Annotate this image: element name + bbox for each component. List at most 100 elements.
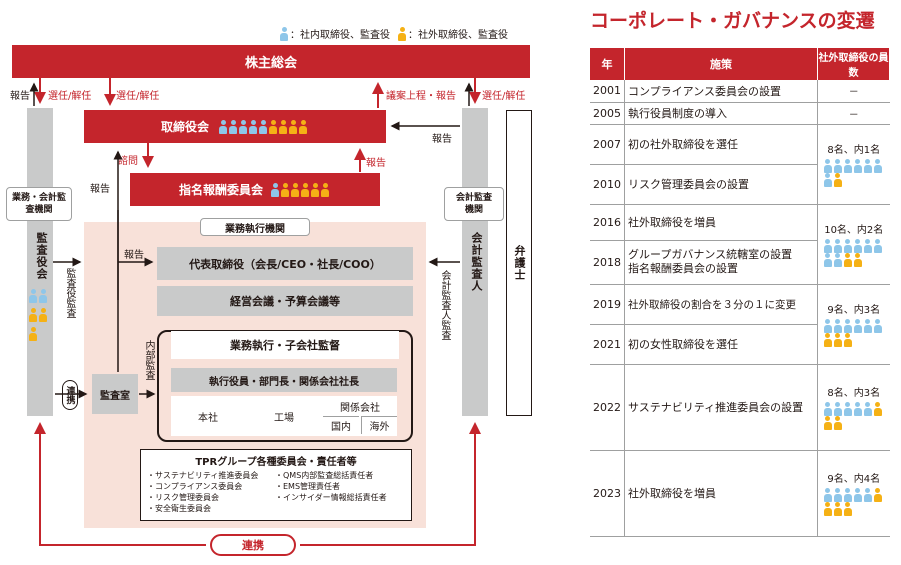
person-icon	[823, 173, 832, 187]
person-icon	[301, 182, 309, 197]
person-icon	[39, 289, 47, 303]
committee-item: ・コンプライアンス委員会	[147, 482, 243, 491]
row-desc: 社外取締役を増員	[624, 204, 818, 241]
external-person-icon	[398, 26, 406, 41]
person-icon	[843, 253, 852, 267]
audit-office: 監査室	[92, 374, 138, 414]
person-icon	[269, 119, 277, 134]
governance-history-table: 年 施策 社外取締役の員数 2001 コンプライアンス委員会の設置 － 2005…	[590, 48, 890, 537]
row-count-cell: 8名、内1名	[817, 124, 890, 205]
person-icon	[823, 416, 832, 430]
person-icon	[873, 319, 882, 333]
row-count: 9名、内3名	[827, 305, 881, 316]
person-icon	[229, 119, 237, 134]
person-icon	[863, 239, 872, 253]
org-units: 本社 工場 関係会社 国内 海外	[171, 396, 397, 436]
label-report-1: 報告	[10, 91, 30, 102]
row-count: －	[817, 102, 890, 125]
header-measure: 施策	[624, 48, 818, 80]
unit-overseas: 海外	[361, 416, 397, 434]
row-count-cell: 8名、内3名	[817, 364, 890, 451]
person-icon	[823, 502, 832, 516]
row-year: 2023	[590, 450, 625, 537]
lawyer-label: 弁護士	[513, 245, 526, 281]
auditors-column	[27, 108, 53, 416]
auditors-label: 監査役会	[35, 232, 48, 280]
business-supervision: 業務執行・子会社監督	[171, 331, 399, 359]
renkei-vertical: 連携	[62, 380, 78, 410]
person-icon	[29, 308, 37, 322]
legend-internal: ：社内取締役、監査役	[290, 30, 390, 41]
internal-audit-label: 内部監査	[143, 340, 154, 380]
lawyer-box: 弁護士	[506, 110, 532, 416]
row-desc: 初の女性取締役を選任	[624, 324, 818, 365]
table-row: 2018 グループガバナンス統轄室の設置 指名報酬委員会の設置	[590, 240, 890, 285]
row-year: 2019	[590, 284, 625, 325]
renkei-vertical-text: 連携	[64, 386, 75, 404]
row-year: 2016	[590, 204, 625, 241]
person-icon	[823, 239, 832, 253]
person-icon	[873, 159, 882, 173]
header-year: 年	[590, 48, 625, 80]
person-icon	[873, 402, 882, 416]
row-desc: 執行役員制度の導入	[624, 102, 818, 125]
person-icon	[249, 119, 257, 134]
board-label: 取締役会	[160, 120, 209, 134]
account-audit-label: 会計監査機関	[444, 187, 504, 221]
person-icon	[853, 402, 862, 416]
person-icon	[823, 488, 832, 502]
committees-box: TPRグループ各種委員会・責任者等 ・サステナビリティ推進委員会 ・コンプライア…	[140, 449, 412, 521]
label-elect-3: 選任/解任	[482, 91, 526, 102]
person-icon	[863, 159, 872, 173]
person-icon	[833, 333, 842, 347]
label-report-2: 報告	[432, 134, 452, 145]
committee-item: ・サステナビリティ推進委員会	[147, 471, 259, 480]
committee-item: ・QMS内部監査総括責任者	[275, 471, 374, 480]
person-icon	[853, 239, 862, 253]
person-icon	[843, 502, 852, 516]
table-row: 2022 サステナビリティ推進委員会の設置 8名、内3名	[590, 364, 890, 451]
label-consult: 諮問	[118, 156, 138, 167]
table-row: 2005 執行役員制度の導入 －	[590, 102, 890, 125]
row-count: 9名、内4名	[827, 474, 881, 485]
person-icon	[843, 319, 852, 333]
auditor-audit-label: 監査役監査	[64, 268, 75, 318]
row-year: 2005	[590, 102, 625, 125]
header-count: 社外取締役の員数	[817, 48, 890, 80]
unit-affiliates: 関係会社	[340, 402, 380, 414]
connector-lines	[29, 78, 481, 546]
account-audit-text: 会計監査機関	[455, 193, 492, 215]
person-icon	[873, 239, 882, 253]
person-icon	[873, 488, 882, 502]
unit-domestic: 国内	[323, 416, 359, 434]
auditor-people	[29, 288, 53, 345]
count-people	[823, 488, 884, 516]
person-icon	[29, 289, 37, 303]
board-of-directors: 取締役会	[84, 110, 386, 143]
committee-item: ・EMS管理責任者	[275, 482, 341, 491]
person-icon	[843, 239, 852, 253]
person-icon	[843, 488, 852, 502]
person-icon	[843, 402, 852, 416]
nomination-committee: 指名報酬委員会	[130, 173, 380, 206]
unit-honsha: 本社	[198, 412, 218, 424]
person-icon	[239, 119, 247, 134]
person-icon	[823, 333, 832, 347]
person-icon	[289, 119, 297, 134]
table-row: 2016 社外取締役を増員 10名、内2名	[590, 204, 890, 285]
internal-person-icon	[280, 26, 288, 41]
row-year: 2022	[590, 364, 625, 451]
row-count-cell: 9名、内3名	[817, 284, 890, 365]
board-people	[219, 119, 309, 134]
person-icon	[833, 488, 842, 502]
person-icon	[219, 119, 227, 134]
person-icon	[833, 239, 842, 253]
committee-item: ・リスク管理委員会	[147, 493, 219, 502]
row-count: －	[817, 80, 890, 103]
row-year: 2010	[590, 164, 625, 205]
table-row: 2023 社外取締役を増員 9名、内4名	[590, 450, 890, 537]
accounting-auditor-label: 会計監査人	[470, 232, 483, 292]
table-row: 2019 社外取締役の割合を３分の１に変更 9名、内3名	[590, 284, 890, 365]
renkei-bottom: 連携	[210, 534, 296, 556]
shareholders-meeting: 株主総会	[12, 45, 530, 78]
